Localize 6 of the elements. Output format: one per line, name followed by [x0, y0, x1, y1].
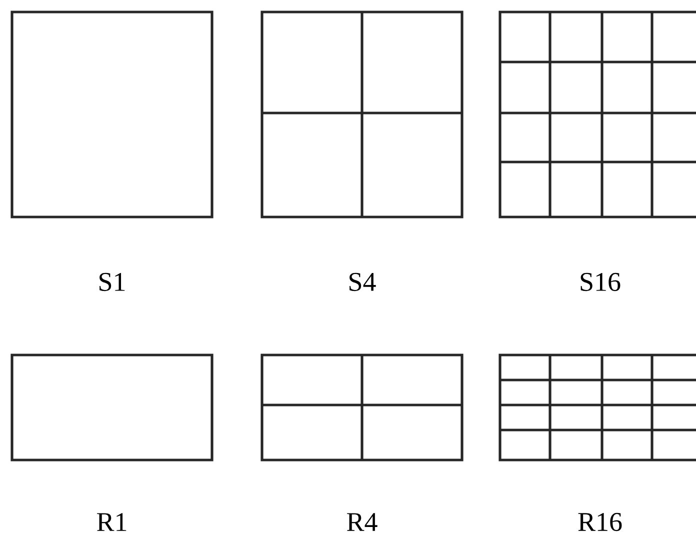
- panel-label: S1: [100, 272, 125, 292]
- panel-label: S4: [350, 272, 376, 292]
- panel-label: S16: [580, 272, 620, 292]
- panel-label: R4: [347, 513, 378, 531]
- panel-label: R16: [578, 512, 622, 532]
- panel-label: R1: [97, 513, 126, 531]
